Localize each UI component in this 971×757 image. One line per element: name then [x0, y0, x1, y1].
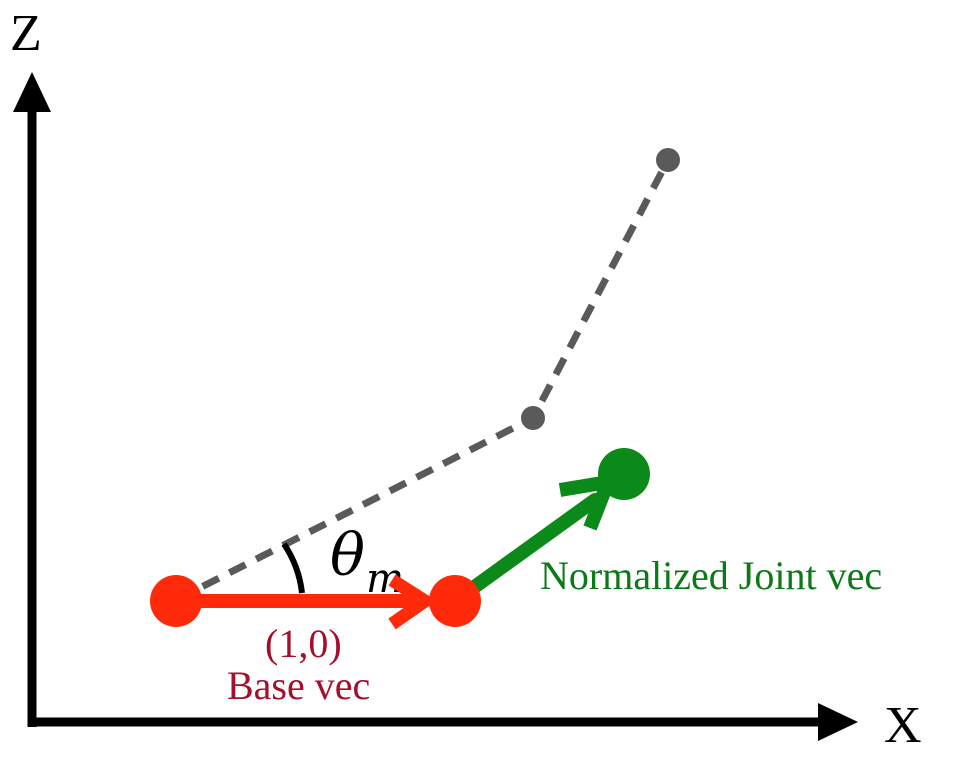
base-vector-end-dot — [429, 575, 481, 627]
base-vector-arrowhead — [388, 574, 437, 630]
z-axis-label: Z — [10, 5, 42, 62]
base-vector-start-dot — [150, 575, 202, 627]
joint-vector-end-dot — [598, 448, 650, 500]
joint-vector-shaft — [448, 493, 602, 608]
angle-theta-label: θ — [330, 521, 365, 589]
base-vector-name-label: Base vec — [227, 663, 370, 708]
x-axis-label: X — [884, 697, 922, 754]
angle-arc — [281, 542, 305, 594]
dashed-limb-path — [174, 158, 672, 604]
dashed-joint-dot — [521, 406, 545, 430]
base-vector-coords-label: (1,0) — [265, 621, 342, 666]
z-axis-arrowhead — [13, 72, 51, 112]
dashed-end-dot — [656, 148, 680, 172]
joint-vector-label: Normalized Joint vec — [540, 553, 882, 598]
x-axis-arrowhead — [818, 703, 858, 741]
